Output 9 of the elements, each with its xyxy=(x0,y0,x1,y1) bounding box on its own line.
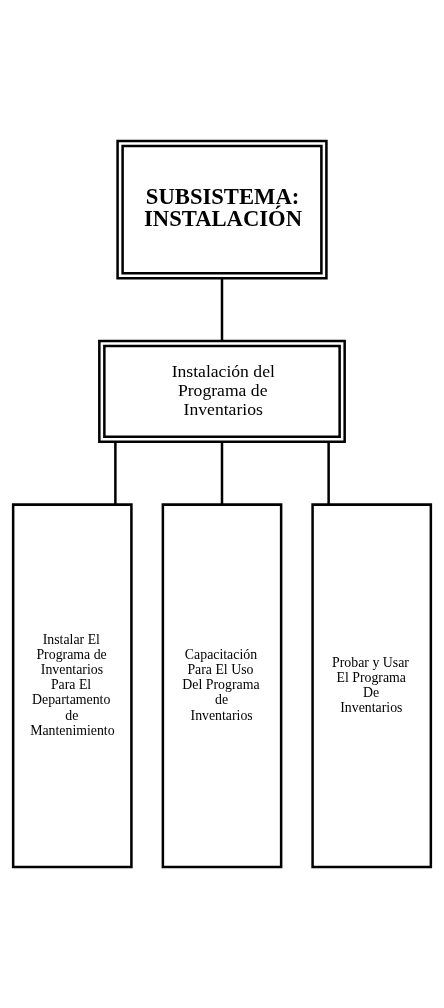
node-box: Capacitación Para El Uso Del Programa de Inventarios xyxy=(161,503,283,869)
connector xyxy=(220,278,224,341)
node-box: Instalación del Programa de Inventarios xyxy=(98,339,346,443)
connector xyxy=(220,442,224,505)
node-box: Probar y Usar El Programa De Inventarios xyxy=(311,503,433,869)
connector xyxy=(327,442,330,505)
connector xyxy=(114,442,117,505)
node-box: SUBSISTEMA: INSTALACIÓN xyxy=(116,139,328,280)
node-box: Instalar El Programa de Inventarios Para El Departamento de Mantenimiento xyxy=(11,503,133,869)
